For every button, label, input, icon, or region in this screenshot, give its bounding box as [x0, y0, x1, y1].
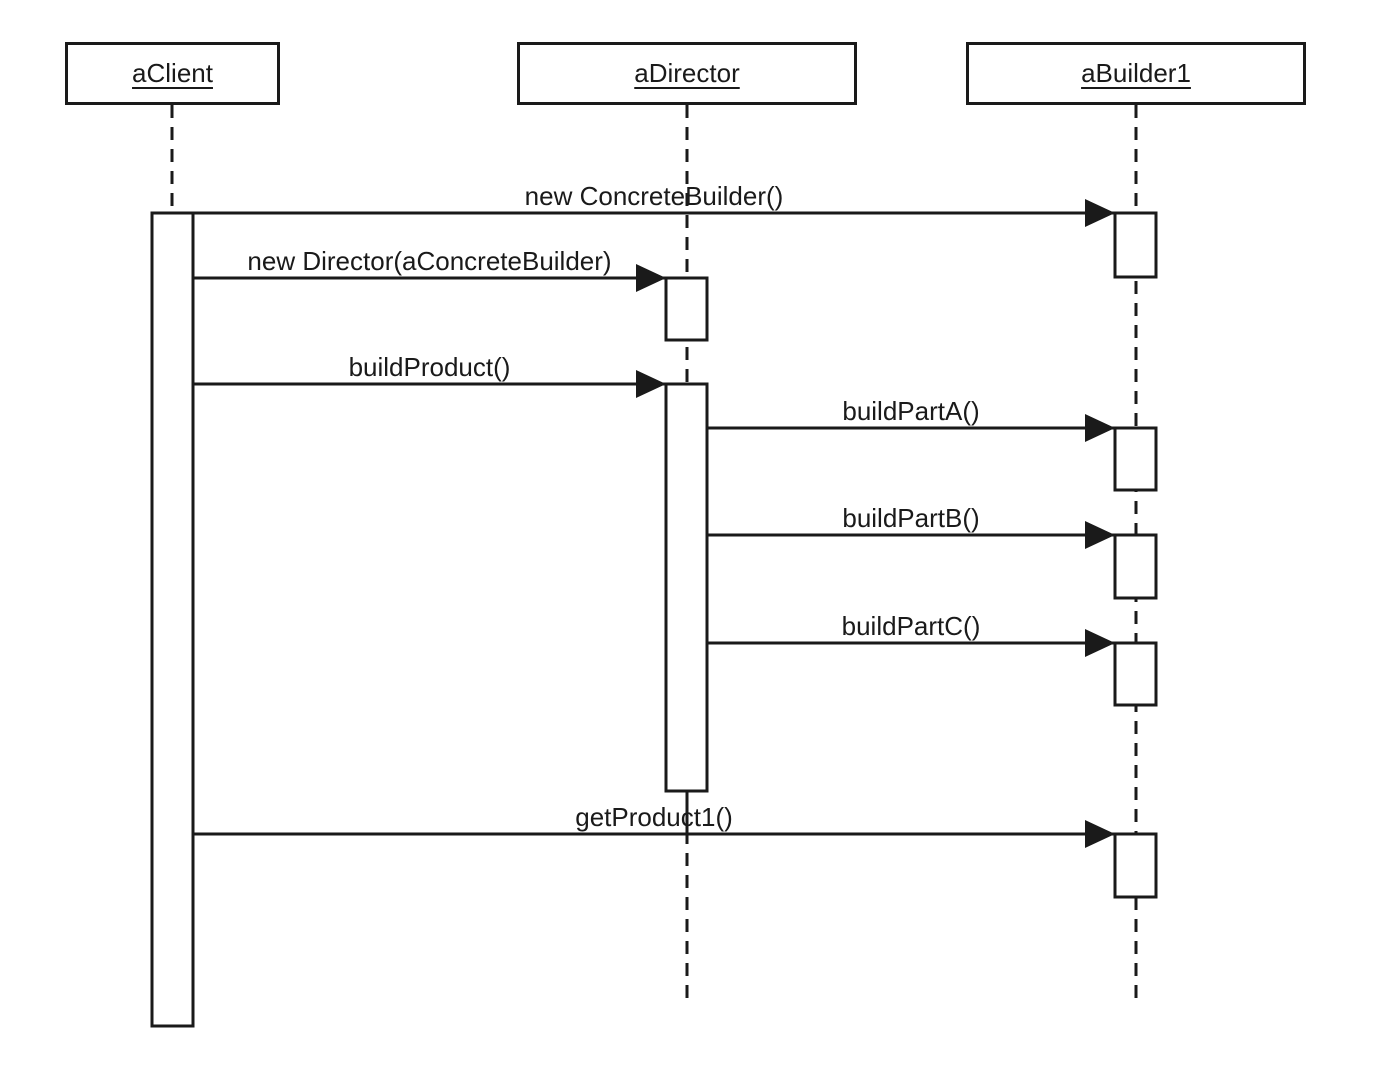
message-arrowhead-icon	[1085, 629, 1115, 657]
activation-bar-aDirector	[664, 276, 709, 342]
activation-bar-aBuilder1	[1113, 832, 1158, 899]
participant-label: aBuilder1	[1081, 58, 1191, 88]
message-arrowhead-icon	[1085, 820, 1115, 848]
activation-bar-aBuilder1	[1113, 426, 1158, 492]
message-label: getProduct1()	[575, 802, 733, 832]
message-arrowhead-icon	[1085, 521, 1115, 549]
activation-bar-aBuilder1	[1113, 211, 1158, 279]
activation-bar-aDirector	[664, 382, 709, 793]
message-arrowhead-icon	[1085, 199, 1115, 227]
participant-box-aBuilder1: aBuilder1	[966, 42, 1306, 105]
activation-bar-aBuilder1	[1113, 533, 1158, 600]
participant-label: aDirector	[634, 58, 740, 88]
participant-label: aClient	[132, 58, 213, 88]
message-label: new Director(aConcreteBuilder)	[247, 246, 611, 276]
message-label: buildProduct()	[349, 352, 511, 382]
message-arrowhead-icon	[636, 370, 666, 398]
activation-bar-aClient	[150, 211, 195, 1028]
message-arrowhead-icon	[1085, 414, 1115, 442]
message-label: new ConcreteBuilder()	[525, 181, 784, 211]
message-arrowhead-icon	[636, 264, 666, 292]
message-label: buildPartB()	[842, 503, 979, 533]
message-label: buildPartA()	[842, 396, 979, 426]
participant-box-aClient: aClient	[65, 42, 280, 105]
activation-bar-aBuilder1	[1113, 641, 1158, 707]
message-label: buildPartC()	[842, 611, 981, 641]
participant-box-aDirector: aDirector	[517, 42, 857, 105]
